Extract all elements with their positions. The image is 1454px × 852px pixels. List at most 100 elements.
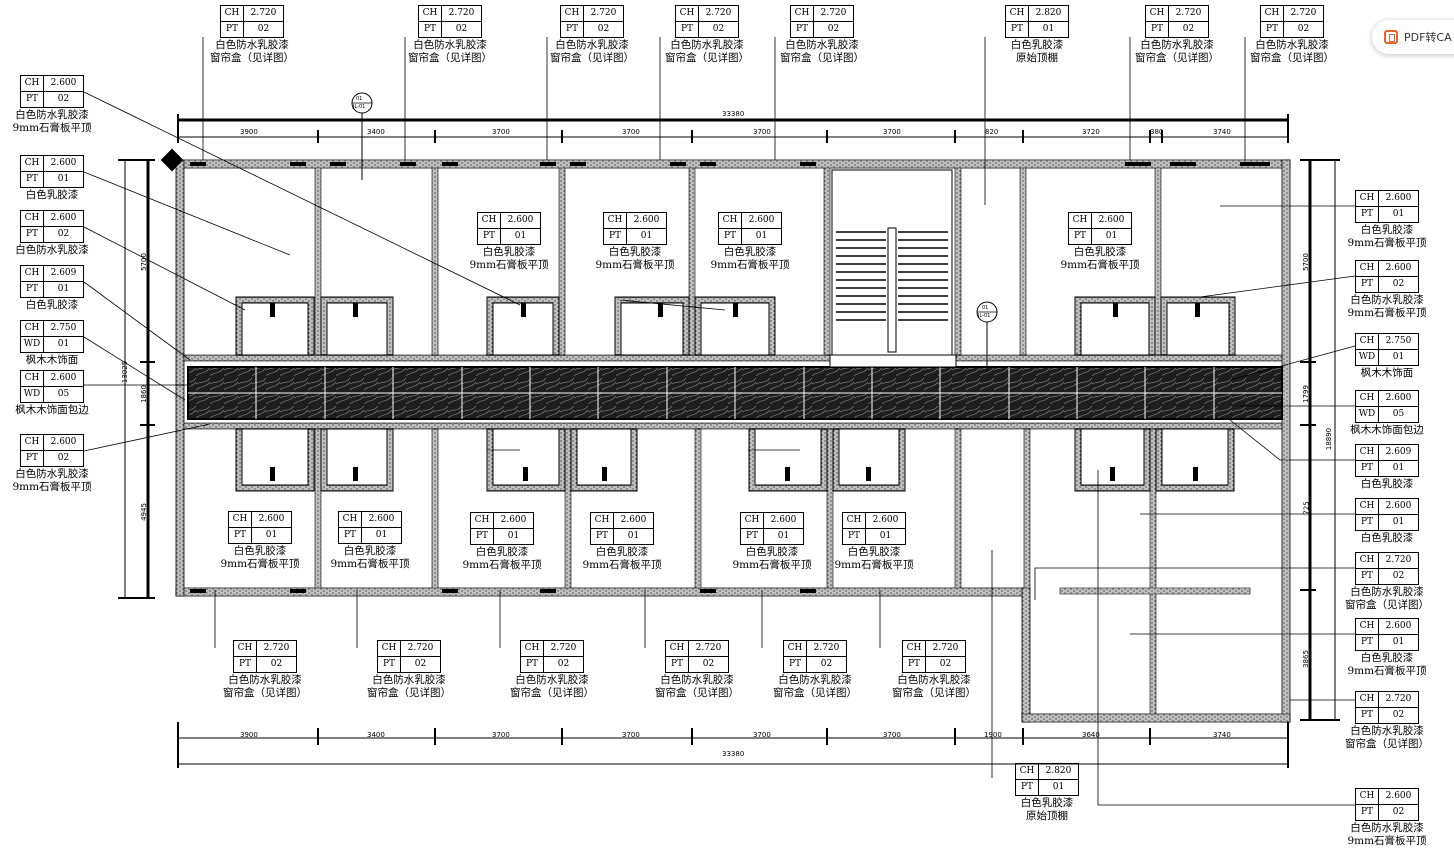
material-number: 05 (57, 389, 70, 399)
material-note-line: 9mm石膏板平顶 (732, 559, 812, 571)
material-note-line: 枫木木饰面 (1360, 367, 1414, 379)
material-number: 01 (879, 531, 892, 541)
dimension-text: 380 (1150, 128, 1164, 136)
material-note-line: 9mm石膏板平顶 (462, 559, 542, 571)
overall-dimension-bottom: 33380 (722, 750, 745, 758)
material-note: 白色防水乳胶漆窗帘盒（见详图） (202, 39, 302, 65)
material-number: 02 (1392, 807, 1405, 817)
ceiling-height-value: 2.720 (1290, 8, 1317, 18)
ceiling-height-value: 2.600 (1385, 393, 1412, 403)
material-number: 01 (755, 231, 768, 241)
ceiling-height-value: 2.720 (550, 643, 577, 653)
dimension-text: 3700 (492, 128, 510, 136)
ch-label: CH (903, 641, 926, 656)
material-note-line: 白色乳胶漆 (1073, 246, 1127, 258)
ceiling-height-value: 2.820 (1035, 8, 1062, 18)
material-number: 02 (1392, 710, 1405, 720)
ceiling-height-value: 2.750 (50, 323, 77, 333)
material-note: 白色乳胶漆原始顶棚 (987, 39, 1087, 65)
pdf-to-cad-label: PDF转CA (1404, 31, 1452, 44)
material-type: WD (1356, 350, 1379, 365)
ch-label: CH (419, 6, 442, 21)
material-note-line: 9mm石膏板平顶 (1347, 835, 1427, 847)
material-note-line: 白色防水乳胶漆 (785, 39, 859, 51)
material-note-line: 白色防水乳胶漆 (215, 39, 289, 51)
window-frames (190, 162, 1270, 593)
dimension-text: 725 (1302, 501, 1311, 515)
ch-label: CH (591, 513, 614, 528)
material-note-line: 窗帘盒（见详图） (655, 687, 739, 699)
material-type: PT (1356, 805, 1379, 820)
ch-label: CH (1356, 445, 1379, 460)
ceiling-height-value: 2.600 (748, 215, 775, 225)
ch-label: CH (1356, 789, 1379, 804)
ceiling-height-value: 2.600 (633, 215, 660, 225)
material-note-line: 枫木木饰面 (25, 354, 79, 366)
material-note-line: 白色乳胶漆 (1360, 224, 1414, 236)
material-type: PT (784, 657, 807, 672)
ceiling-height-value: 2.720 (820, 8, 847, 18)
material-type: PT (1356, 635, 1379, 650)
material-note-line: 窗帘盒（见详图） (1345, 738, 1429, 750)
ceiling-height-value: 2.720 (1385, 555, 1412, 565)
material-number: 02 (414, 659, 427, 669)
ceiling-height-value: 2.600 (1385, 193, 1412, 203)
material-type: WD (1356, 407, 1379, 422)
ch-label: CH (1356, 499, 1379, 514)
ch-label: CH (521, 641, 544, 656)
ch-label: CH (21, 371, 44, 386)
material-note-line: 9mm石膏板平顶 (330, 558, 410, 570)
material-note-line: 9mm石膏板平顶 (834, 559, 914, 571)
material-note-line: 9mm石膏板平顶 (220, 558, 300, 570)
material-number: 01 (1392, 209, 1405, 219)
dimension-text: 3740 (1213, 731, 1231, 739)
material-type: PT (471, 529, 494, 544)
ceiling-height-value: 2.609 (50, 268, 77, 278)
ceiling-height-value: 2.600 (50, 158, 77, 168)
material-type: WD (21, 387, 44, 402)
material-note-line: 枫木木饰面包边 (15, 404, 89, 416)
dimension-text: 3700 (492, 731, 510, 739)
material-note: 枫木木饰面包边 (1337, 424, 1437, 437)
ch-label: CH (478, 213, 501, 228)
material-note: 白色乳胶漆原始顶棚 (997, 797, 1097, 823)
dimension-text: 3400 (367, 731, 385, 739)
ceiling-height-value: 2.600 (1385, 621, 1412, 631)
material-type: PT (741, 529, 764, 544)
ch-label: CH (676, 6, 699, 21)
dimension-text: 5700 (139, 253, 148, 271)
material-note-line: 白色防水乳胶漆 (515, 674, 589, 686)
pdf-to-cad-button[interactable]: PDF转CA (1372, 20, 1454, 54)
material-number: 02 (597, 24, 610, 34)
